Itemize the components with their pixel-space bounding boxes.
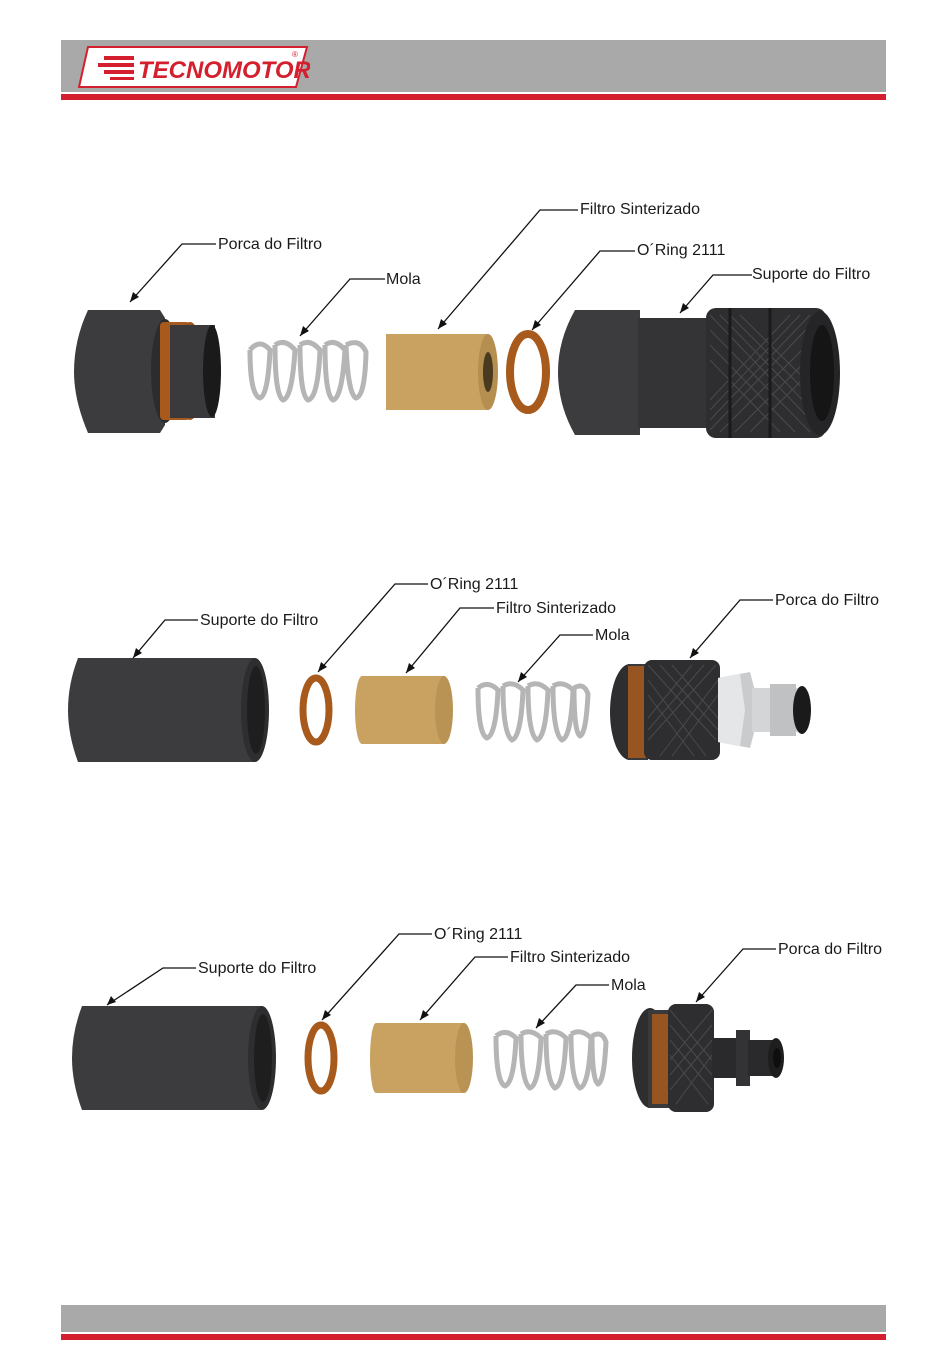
- label-oring: O´Ring 2111: [434, 926, 522, 944]
- leader-filtro-3: [420, 957, 508, 1020]
- footer-bar: [61, 1305, 886, 1332]
- footer-accent-line: [61, 1334, 886, 1340]
- leader-porca-3: [696, 949, 776, 1002]
- leader-suporte-3: [107, 968, 196, 1005]
- mola-part-3: [496, 1032, 606, 1088]
- filtro-sinterizado-part-3: [370, 1023, 473, 1093]
- suporte-do-filtro-part-3: [72, 1006, 276, 1110]
- diagram-3: Suporte do Filtro O´Ring 2111 Filtro Sin…: [0, 0, 950, 1150]
- diagram-3-art: [0, 0, 950, 1150]
- oring-part-3: [308, 1025, 334, 1091]
- leader-mola-3: [536, 985, 609, 1028]
- porca-do-filtro-part-3: [632, 1004, 784, 1112]
- label-mola: Mola: [611, 977, 646, 995]
- label-porca-do-filtro: Porca do Filtro: [778, 941, 882, 959]
- label-suporte-do-filtro: Suporte do Filtro: [198, 960, 316, 978]
- label-filtro-sinterizado: Filtro Sinterizado: [510, 949, 630, 967]
- leader-oring-3: [322, 934, 432, 1020]
